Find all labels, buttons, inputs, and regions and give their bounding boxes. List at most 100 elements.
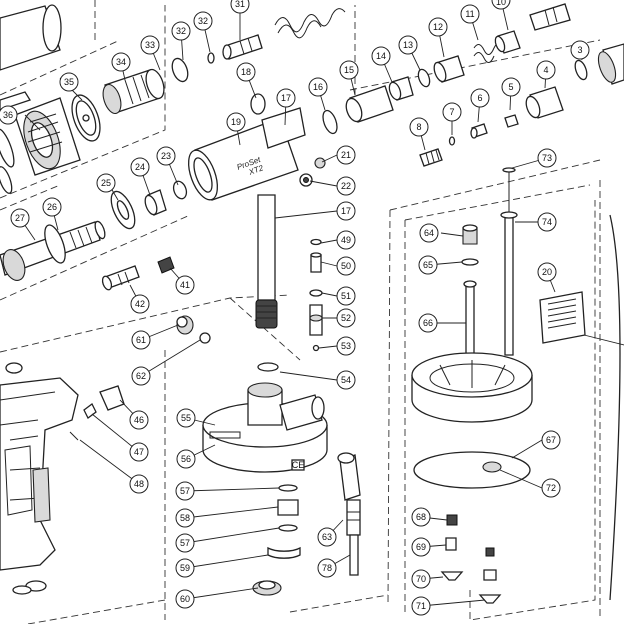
callout-13: 13 xyxy=(398,35,418,55)
fitting-stack xyxy=(309,238,323,352)
svg-text:7: 7 xyxy=(449,107,454,117)
svg-text:63: 63 xyxy=(322,532,332,542)
ring-7 xyxy=(448,136,456,146)
svg-text:32: 32 xyxy=(198,16,208,26)
callout-10: 10 xyxy=(491,0,511,10)
seal-stack xyxy=(252,484,301,596)
svg-text:47: 47 xyxy=(134,447,144,457)
svg-text:5: 5 xyxy=(508,82,513,92)
callout-57b: 57 xyxy=(175,533,195,553)
svg-text:12: 12 xyxy=(433,22,443,32)
end-cap xyxy=(597,43,624,85)
callout-52: 52 xyxy=(336,308,356,328)
svg-text:55: 55 xyxy=(181,413,191,423)
svg-text:25: 25 xyxy=(101,178,111,188)
callout-69: 69 xyxy=(411,537,431,557)
set-screw-41 xyxy=(157,256,175,274)
gasket-top xyxy=(5,362,23,374)
svg-text:13: 13 xyxy=(403,40,413,50)
section-boundaries xyxy=(0,0,601,624)
callout-60: 60 xyxy=(175,589,195,609)
svg-text:11: 11 xyxy=(465,9,474,19)
callout-49: 49 xyxy=(336,230,356,250)
label-sticker-20 xyxy=(539,291,586,344)
reservoir-cap xyxy=(411,352,533,423)
callout-35: 35 xyxy=(59,72,79,92)
callout-26: 26 xyxy=(42,197,62,217)
callout-24: 24 xyxy=(130,157,150,177)
elbow-fitting-63 xyxy=(337,452,361,576)
fitting-12 xyxy=(433,55,465,83)
callout-56: 56 xyxy=(176,449,196,469)
callout-17a: 17 xyxy=(276,88,296,108)
svg-text:70: 70 xyxy=(416,574,426,584)
plug-72 xyxy=(482,461,502,473)
spring-8 xyxy=(419,148,443,167)
screw-42 xyxy=(101,265,140,291)
callout-47: 47 xyxy=(129,442,149,462)
callout-74: 74 xyxy=(537,212,557,232)
ce-mark: CE xyxy=(292,460,305,470)
svg-text:36: 36 xyxy=(3,110,13,120)
svg-text:31: 31 xyxy=(235,0,245,9)
svg-text:67: 67 xyxy=(546,435,556,445)
washer-62 xyxy=(199,332,211,344)
callout-51: 51 xyxy=(336,286,356,306)
small-fittings xyxy=(440,514,502,604)
callout-62: 62 xyxy=(131,366,151,386)
svg-text:19: 19 xyxy=(231,117,241,127)
callout-18: 18 xyxy=(236,62,256,82)
svg-text:62: 62 xyxy=(136,371,146,381)
callout-63: 63 xyxy=(317,527,337,547)
right-cylinder xyxy=(609,214,621,601)
svg-text:48: 48 xyxy=(134,479,144,489)
svg-text:33: 33 xyxy=(145,40,155,50)
callout-42: 42 xyxy=(130,294,150,314)
callout-36: 36 xyxy=(0,105,18,125)
callout-15: 15 xyxy=(339,60,359,80)
threaded-end xyxy=(529,3,571,31)
svg-text:58: 58 xyxy=(180,513,190,523)
callout-72: 72 xyxy=(541,478,561,498)
cap-61 xyxy=(176,315,194,335)
nut-21 xyxy=(314,157,326,169)
spring-top xyxy=(274,8,346,39)
part-5 xyxy=(504,114,519,128)
sleeve-4 xyxy=(525,86,564,119)
svg-text:24: 24 xyxy=(135,162,145,172)
callout-3: 3 xyxy=(570,40,590,60)
svg-text:56: 56 xyxy=(181,454,191,464)
callout-11: 11 xyxy=(460,4,480,24)
bushing-24 xyxy=(144,189,167,216)
callout-55: 55 xyxy=(176,408,196,428)
reservoir-body: CE xyxy=(202,362,328,473)
svg-text:61: 61 xyxy=(136,335,146,345)
callout-21: 21 xyxy=(336,145,356,165)
svg-text:16: 16 xyxy=(313,82,323,92)
callout-78: 78 xyxy=(317,558,337,578)
small-dot xyxy=(82,114,90,122)
svg-text:26: 26 xyxy=(47,202,57,212)
svg-text:27: 27 xyxy=(15,213,25,223)
svg-text:78: 78 xyxy=(322,563,332,573)
svg-text:54: 54 xyxy=(341,375,351,385)
callout-23: 23 xyxy=(156,146,176,166)
callout-34: 34 xyxy=(111,52,131,72)
svg-text:15: 15 xyxy=(344,65,354,75)
svg-text:17: 17 xyxy=(341,206,351,216)
callout-33: 33 xyxy=(140,35,160,55)
o-ring-32a xyxy=(171,57,189,83)
svg-text:35: 35 xyxy=(64,77,74,87)
o-ring-54 xyxy=(257,362,279,372)
callout-17b: 17 xyxy=(336,201,356,221)
ring-13 xyxy=(417,68,431,88)
svg-text:3: 3 xyxy=(577,45,582,55)
callout-54: 54 xyxy=(336,370,356,390)
callout-32a: 32 xyxy=(171,21,191,41)
callout-27: 27 xyxy=(10,208,30,228)
callout-31: 31 xyxy=(230,0,250,14)
svg-text:71: 71 xyxy=(416,601,426,611)
svg-text:57: 57 xyxy=(180,538,190,548)
callout-22: 22 xyxy=(336,176,356,196)
